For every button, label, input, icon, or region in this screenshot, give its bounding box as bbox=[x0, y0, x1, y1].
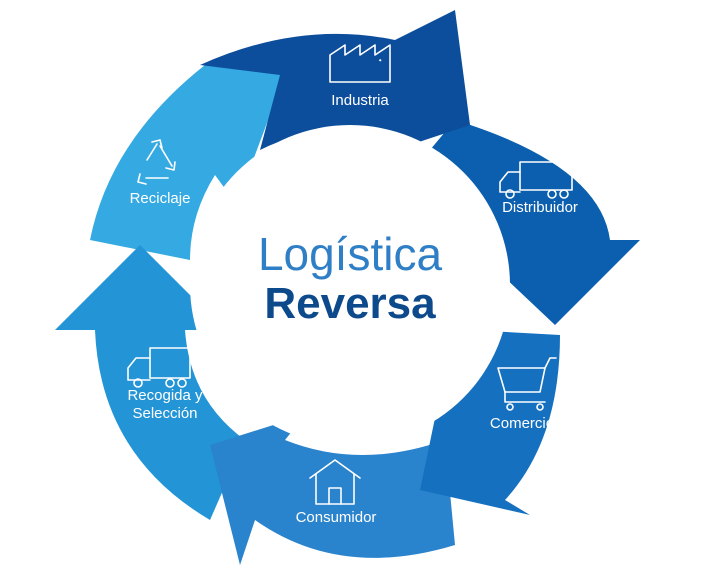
label-distribuidor: Distribuidor bbox=[502, 199, 578, 216]
center-circle bbox=[190, 125, 510, 445]
house-icon bbox=[309, 459, 361, 505]
center-title-line1: Logística bbox=[258, 228, 443, 280]
factory-icon bbox=[329, 44, 391, 83]
segment-reciclaje bbox=[90, 65, 285, 260]
truck-icon bbox=[499, 161, 573, 199]
center-title-line2: Reversa bbox=[264, 279, 436, 328]
label-consumidor: Consumidor bbox=[296, 509, 377, 526]
label-reciclaje: Reciclaje bbox=[130, 190, 191, 207]
label-comercio: Comercio bbox=[490, 415, 554, 432]
label-recogida: Recogida y bbox=[127, 387, 203, 404]
shopping-cart-icon bbox=[497, 357, 557, 411]
garbage-truck-icon bbox=[127, 347, 191, 388]
label-industria: Industria bbox=[331, 92, 389, 109]
segment-industria bbox=[200, 10, 470, 160]
recycle-icon bbox=[137, 139, 176, 185]
segment-distribuidor bbox=[430, 120, 640, 325]
label-seleccion: Selección bbox=[132, 405, 197, 422]
segment-consumidor bbox=[210, 415, 455, 565]
